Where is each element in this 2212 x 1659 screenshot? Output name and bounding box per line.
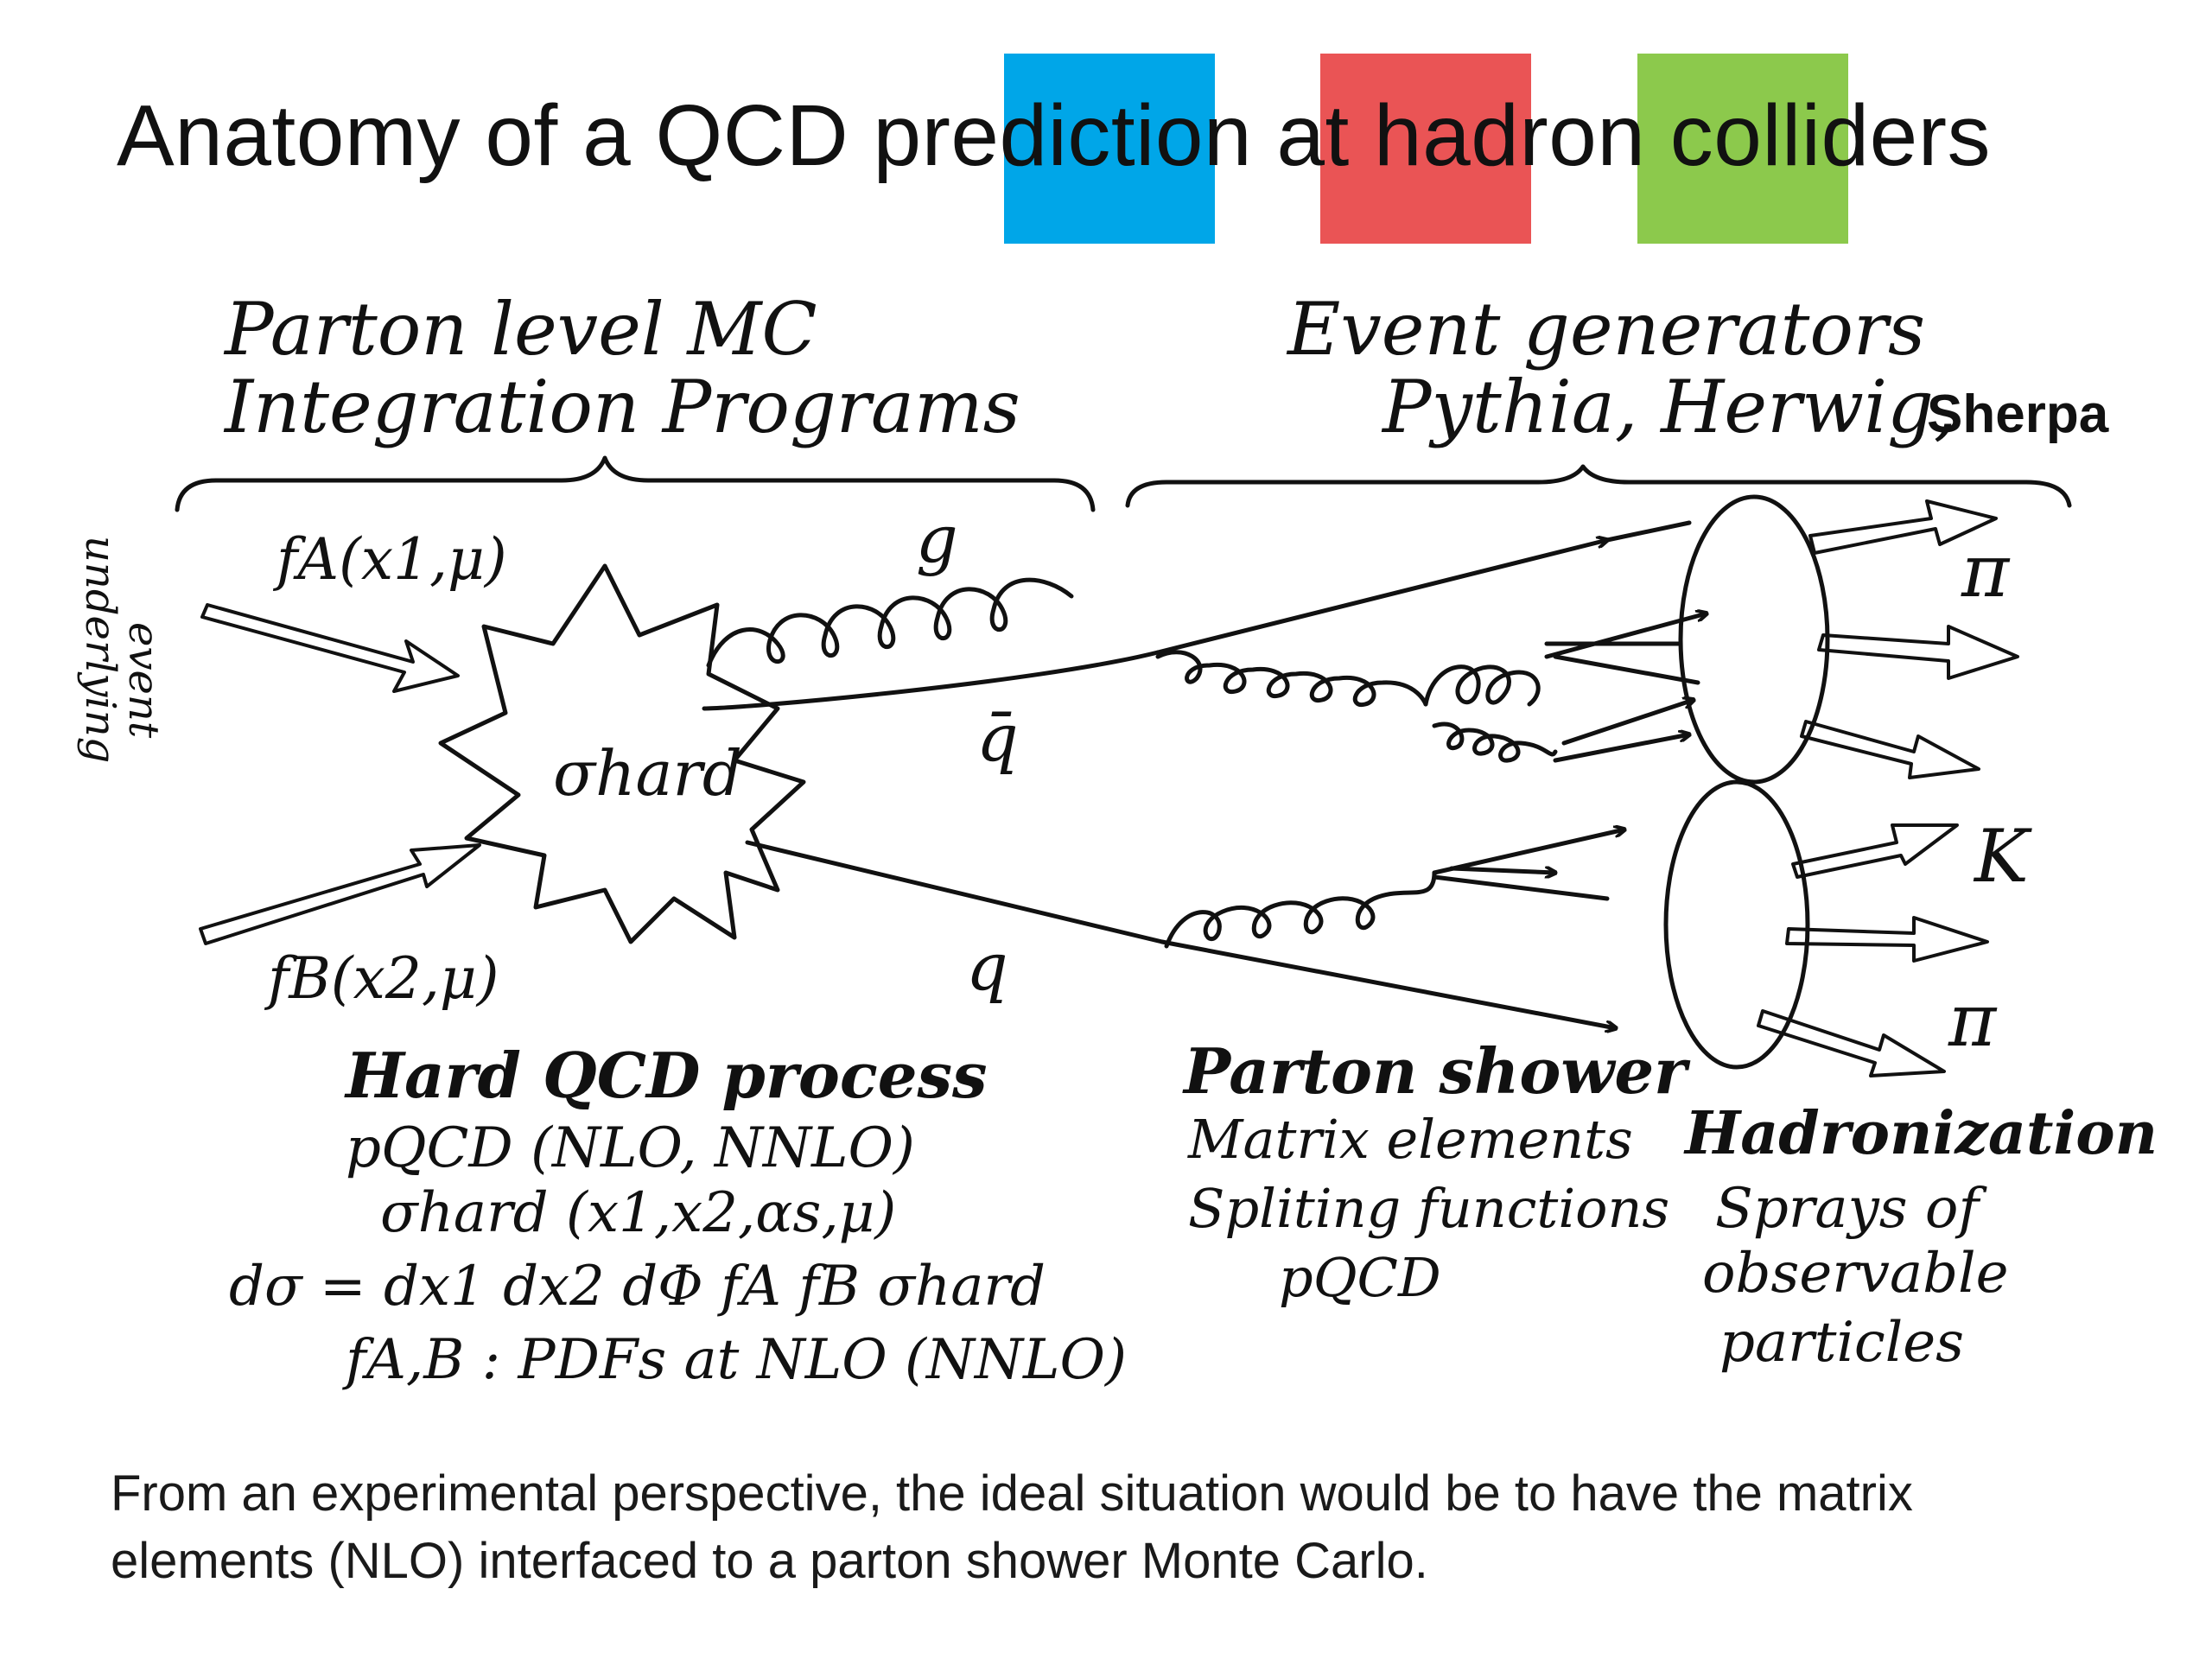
side-label-underlying: underlying — [76, 536, 124, 763]
antiquark-label: q̄ — [976, 699, 1019, 776]
quark-line — [745, 840, 1165, 944]
blue-block — [1004, 54, 1215, 244]
shower-gluon-upper — [1155, 650, 1428, 708]
sigma-hard-label: σhard — [553, 737, 742, 810]
caption-line2: elements (NLO) interfaced to a parton sh… — [111, 1533, 1428, 1589]
right-header-line1: Event generators — [1286, 287, 1925, 372]
right-brace — [1125, 464, 2072, 508]
hadronization-line3: particles — [1719, 1311, 1964, 1375]
hadron-label-k: K — [1973, 814, 2032, 899]
hard-process-line1: pQCD (NLO, NNLO) — [346, 1116, 915, 1180]
incoming-arrow-a — [200, 603, 460, 693]
right-header-sherpa: Sherpa — [1927, 385, 2109, 444]
quark-label: q — [966, 928, 1008, 1005]
hard-process-line2: σhard (x1,x2,αs,μ) — [380, 1181, 896, 1245]
lower-shower-arrow-3 — [1449, 866, 1558, 873]
pdf-b-label: fB(x2,μ) — [264, 945, 499, 1012]
antiquark-line — [702, 650, 1160, 711]
hadron-arrow-1 — [1808, 499, 1998, 555]
red-block — [1320, 54, 1531, 244]
shower-arrow-4 — [1553, 734, 1689, 763]
side-label-event: event — [119, 622, 168, 739]
left-brace — [175, 455, 1096, 512]
parton-shower-line3: pQCD — [1279, 1246, 1441, 1309]
hadron-label-pi-top: π — [1961, 529, 2011, 613]
antiquark-upper — [1605, 520, 1692, 543]
hard-process-line3: dσ = dx1 dx2 dΦ fA fB σhard — [229, 1255, 1046, 1319]
hadron-arrow-6 — [1757, 1009, 1946, 1077]
shower-curl-cluster — [1423, 664, 1558, 763]
caption: From an experimental perspective, the id… — [111, 1460, 2202, 1595]
cluster-upper — [1678, 494, 1830, 785]
hadron-arrow-2 — [1817, 625, 2019, 680]
lower-shower-arrow-2 — [1432, 874, 1610, 901]
cluster-lower — [1663, 779, 1810, 1070]
parton-shower-heading: Parton shower — [1182, 1034, 1691, 1108]
gluon-top-label: g — [916, 500, 958, 577]
hadron-label-pi-bottom: π — [1948, 978, 1998, 1063]
hadronization-line1: Sprays of — [1715, 1177, 1987, 1241]
right-header-line2: Pythia, Herwig, — [1381, 365, 1957, 449]
hard-process-heading: Hard QCD process — [344, 1039, 988, 1112]
pdf-a-label: fA(x1,μ) — [272, 526, 507, 593]
hadron-arrow-5 — [1785, 916, 1989, 963]
parton-shower-line1: Matrix elements — [1187, 1108, 1633, 1171]
hadronization-line2: observable — [1702, 1242, 2008, 1306]
hadron-arrow-3 — [1800, 720, 1980, 779]
shower-gluon-lower — [1164, 870, 1437, 949]
shower-arrow-2 — [1553, 654, 1700, 685]
left-header-line2: Integration Programs — [223, 365, 1020, 449]
slide-title: Anatomy of a QCD prediction at hadron co… — [117, 87, 1992, 184]
incoming-arrow-b — [199, 843, 481, 945]
lower-shower-arrow-1 — [1432, 830, 1624, 875]
gluon-top — [706, 577, 1074, 668]
antiquark-to-top — [1155, 540, 1607, 655]
hard-process-line4: fA,B : PDFs at NLO (NNLO) — [342, 1328, 1127, 1392]
quark-to-cluster — [1160, 939, 1616, 1028]
left-header-line1: Parton level MC — [223, 287, 817, 372]
hard-scatter-blob — [438, 563, 806, 944]
shower-arrow-3 — [1561, 700, 1694, 746]
parton-shower-line2: Spliting functions — [1188, 1177, 1669, 1240]
caption-line1: From an experimental perspective, the id… — [111, 1465, 1913, 1522]
hadron-arrow-4 — [1791, 823, 1959, 879]
green-block — [1637, 54, 1848, 244]
hadronization-heading: Hadronization — [1683, 1099, 2158, 1168]
